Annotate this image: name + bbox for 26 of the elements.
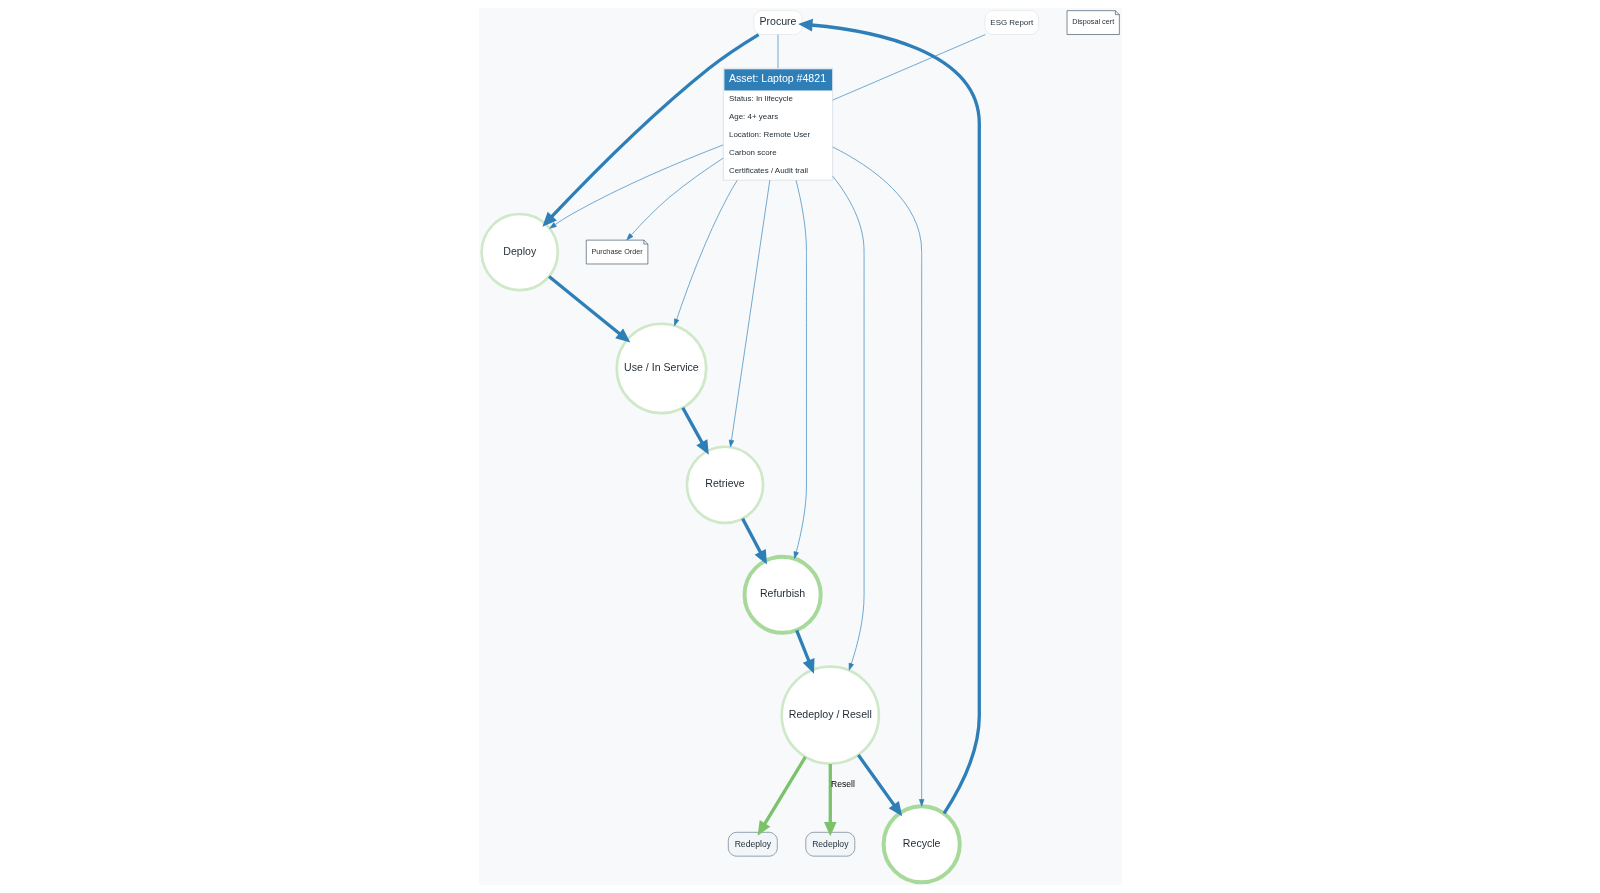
arrow bbox=[831, 175, 864, 671]
node-circle: Retrieve bbox=[685, 445, 764, 525]
arrow bbox=[548, 144, 723, 229]
arrow bbox=[793, 180, 807, 559]
arrow bbox=[673, 180, 738, 327]
arrow bbox=[797, 18, 981, 815]
arrow bbox=[757, 756, 807, 836]
arrow bbox=[740, 517, 767, 565]
arrow bbox=[823, 763, 837, 837]
node-circle: Refurbish bbox=[742, 554, 823, 635]
arrow bbox=[794, 629, 814, 674]
node-circle: Redeploy / Resell bbox=[779, 665, 880, 766]
node-box: Procure bbox=[752, 10, 802, 35]
connector bbox=[831, 34, 986, 101]
arrow bbox=[728, 179, 770, 448]
node-circle: Recycle bbox=[881, 804, 962, 885]
arrow bbox=[547, 275, 630, 343]
arrow bbox=[831, 146, 924, 807]
arrow bbox=[680, 406, 709, 455]
node-box: Redeploy bbox=[804, 832, 855, 857]
edge-label: Resell bbox=[830, 779, 855, 790]
arrow bbox=[856, 754, 902, 817]
connector bbox=[777, 34, 778, 69]
arrow bbox=[541, 33, 759, 227]
node-box: Redeploy bbox=[727, 832, 778, 857]
arrow bbox=[625, 157, 723, 241]
